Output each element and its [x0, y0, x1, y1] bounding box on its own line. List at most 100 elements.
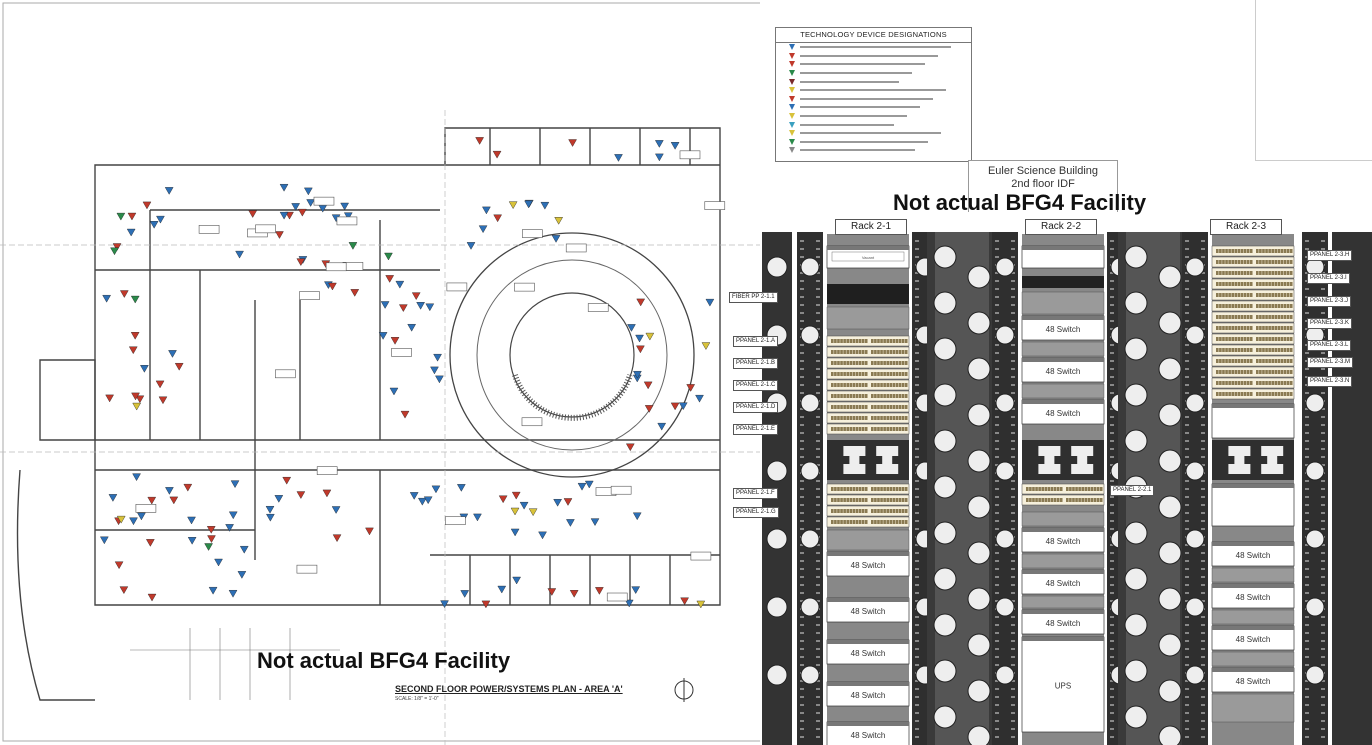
cable-ring-icon — [800, 461, 820, 481]
device-marker-icon — [116, 212, 126, 221]
fiber-panel — [1022, 276, 1104, 288]
device-marker-icon — [670, 402, 680, 411]
room-tag — [606, 592, 628, 602]
cable-ring-icon — [933, 567, 957, 591]
cable-ring-icon — [1158, 265, 1182, 289]
device-label: 48 Switch — [1046, 619, 1081, 628]
panel-tag: PPANEL 2-3.M — [1307, 357, 1354, 368]
device-marker-icon — [701, 342, 711, 350]
device-marker-icon — [409, 492, 419, 500]
legend-row-text — [800, 115, 907, 118]
room-tag — [299, 291, 320, 300]
vacant-slot — [831, 251, 905, 262]
legend-row-text — [800, 123, 894, 126]
device-marker-icon — [633, 371, 642, 379]
device-marker-icon — [130, 295, 140, 304]
cable-ring-icon — [1185, 393, 1205, 413]
patch-panel — [1211, 289, 1295, 301]
device-marker-icon — [135, 395, 145, 404]
legend-row-text — [800, 46, 951, 49]
device-marker-icon — [164, 187, 174, 195]
cable-ring-icon — [1124, 337, 1148, 361]
legend-row-text — [800, 132, 941, 135]
device-marker-icon — [380, 301, 390, 309]
device-marker-icon — [114, 561, 124, 570]
device-symbol-icon — [789, 121, 795, 128]
cable-ring-icon — [933, 245, 957, 269]
device-marker-icon — [705, 298, 715, 307]
device-symbol-icon — [789, 147, 795, 154]
device-marker-icon — [670, 142, 680, 150]
cable-ring-icon — [995, 257, 1015, 277]
device-marker-icon — [116, 515, 126, 524]
device-marker-icon — [147, 496, 157, 505]
device-marker-icon — [547, 588, 557, 596]
patch-panel — [826, 494, 910, 506]
device-symbol-icon — [789, 78, 795, 85]
device-marker-icon — [538, 531, 547, 540]
device-marker-icon — [678, 402, 688, 411]
cable-ring-icon — [766, 460, 788, 482]
device-marker-icon — [168, 350, 177, 358]
cable-ring-icon — [967, 633, 991, 657]
device-marker-icon — [350, 289, 360, 297]
device-marker-icon — [110, 247, 119, 256]
device-marker-icon — [624, 599, 634, 608]
device-marker-icon — [511, 491, 521, 500]
cable-ring-icon — [933, 521, 957, 545]
cable-ring-icon — [1305, 461, 1325, 481]
device-marker-icon — [128, 346, 138, 355]
device-marker-icon — [497, 585, 507, 594]
patch-panel — [826, 357, 910, 369]
cable-ring-icon — [933, 383, 957, 407]
device-marker-icon — [473, 513, 482, 522]
cable-ring-icon — [933, 337, 957, 361]
device-marker-icon — [466, 242, 476, 250]
legend-row — [776, 60, 971, 69]
cable-ring-icon — [800, 393, 820, 413]
room-tag — [275, 369, 296, 379]
panel-tag: FIBER PP 2-1.1 — [729, 292, 778, 303]
device-marker-icon — [696, 600, 706, 609]
patch-panel — [1211, 278, 1295, 290]
device-marker-icon — [631, 586, 641, 595]
device-label: UPS — [1055, 682, 1071, 691]
patch-panel — [826, 483, 910, 495]
device-legend: TECHNOLOGY DEVICE DESIGNATIONS — [775, 27, 972, 162]
rack-label-2-3: Rack 2-3 — [1210, 219, 1282, 235]
device-marker-icon — [331, 506, 341, 514]
legend-row-text — [800, 97, 933, 100]
device-marker-icon — [478, 225, 488, 234]
room-tag — [296, 564, 318, 574]
cable-ring-icon — [1185, 325, 1205, 345]
device-marker-icon — [551, 235, 561, 243]
device-marker-icon — [655, 153, 664, 162]
device-marker-icon — [643, 381, 653, 390]
room-tag — [135, 504, 157, 513]
fiber-panel — [827, 284, 909, 304]
device-label: 48 Switch — [851, 691, 886, 700]
device-marker-icon — [169, 496, 179, 505]
device-marker-icon — [566, 519, 575, 527]
blank-panel — [826, 306, 910, 330]
device-marker-icon — [540, 201, 550, 210]
device-marker-icon — [183, 483, 193, 492]
device-label: 48 Switch — [851, 607, 886, 616]
device-marker-icon — [423, 496, 433, 505]
cable-ring-icon — [1124, 521, 1148, 545]
room-tag — [514, 282, 535, 292]
patch-panel — [1211, 366, 1295, 378]
cable-ring-icon — [1124, 659, 1148, 683]
cable-ring-icon — [1185, 597, 1205, 617]
legend-row-text — [800, 54, 938, 57]
room-tag — [522, 229, 543, 238]
device-symbol-icon — [789, 104, 795, 111]
cable-ring-icon — [967, 449, 991, 473]
cable-ring-icon — [1158, 449, 1182, 473]
device-marker-icon — [228, 590, 238, 598]
device-marker-icon — [298, 208, 307, 217]
device-marker-icon — [127, 212, 137, 221]
cable-ring-icon — [1185, 461, 1205, 481]
device-symbol-icon — [789, 52, 795, 59]
side-panel — [1332, 232, 1372, 745]
